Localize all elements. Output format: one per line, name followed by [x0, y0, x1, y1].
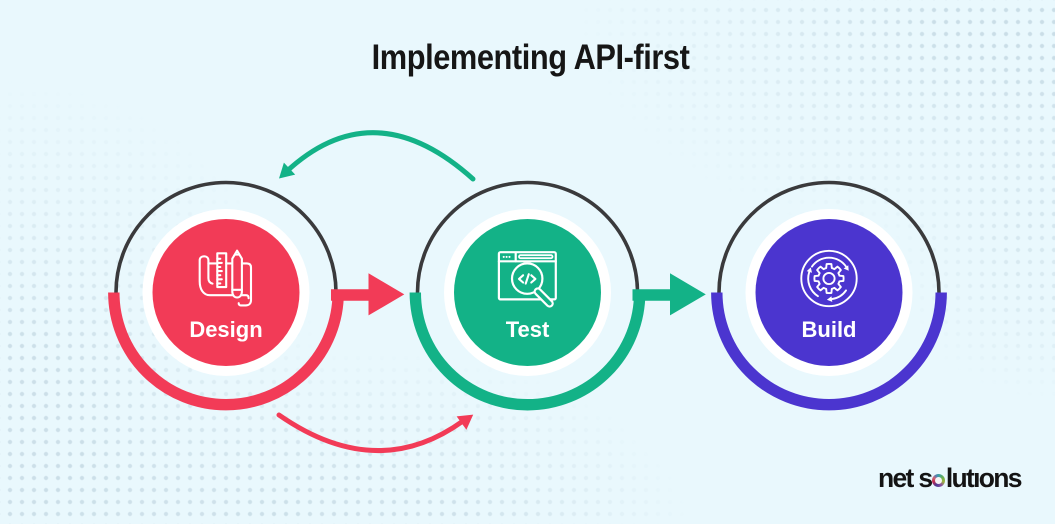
svg-text:Build: Build — [802, 317, 857, 342]
svg-text:Test: Test — [506, 317, 550, 342]
svg-text:Design: Design — [189, 317, 262, 342]
